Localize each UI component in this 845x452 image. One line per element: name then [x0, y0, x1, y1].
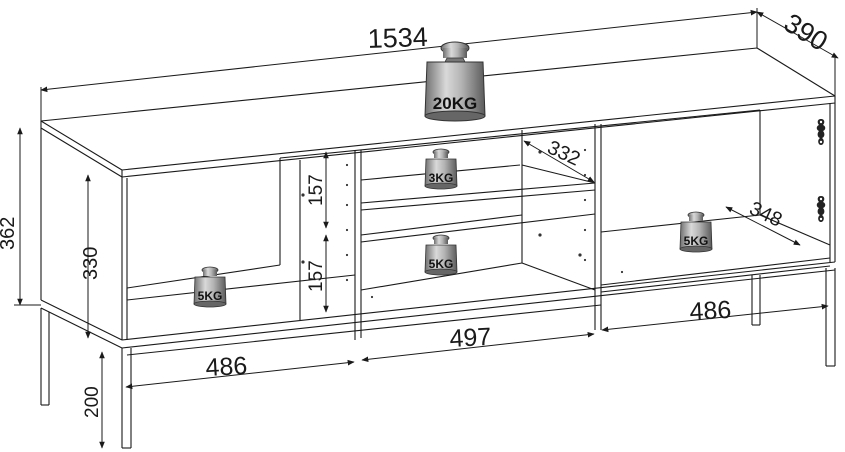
dim-compartment-left: 486: [205, 352, 248, 382]
weight-icon: 5KG: [679, 211, 713, 253]
weight-label-left-bottom: 5KG: [198, 289, 223, 303]
cabinet-outline: [40, 47, 836, 449]
dimension-labels: 1534 390 362 330 157 157 332 348 200 486…: [0, 8, 833, 418]
dim-shelf-lower-height: 157: [306, 260, 327, 292]
dim-leg-height: 200: [82, 386, 103, 418]
weight-label-middle-lower: 5KG: [429, 257, 454, 271]
weight-icon: 5KG: [424, 234, 458, 276]
dim-compartment-right: 486: [689, 296, 732, 326]
weight-icon: 20KG: [424, 41, 486, 122]
dim-total-width: 1534: [367, 22, 428, 54]
shelf-pin-holes: [301, 148, 624, 299]
weight-label-middle-upper: 3KG: [429, 171, 454, 185]
dim-compartment-middle: 497: [449, 323, 492, 353]
dimension-lines: [14, 8, 839, 449]
weight-label-top: 20KG: [433, 94, 477, 113]
hinge-icon: [816, 196, 826, 222]
dim-shelf-depth-middle: 332: [544, 137, 584, 171]
weight-label-right-bottom: 5KG: [684, 234, 709, 248]
dim-depth: 390: [779, 8, 833, 57]
weight-icon: 5KG: [193, 266, 227, 308]
weight-icon: 3KG: [424, 148, 458, 190]
hinge-icon: [816, 119, 826, 145]
dim-shelf-upper-height: 157: [306, 174, 327, 206]
dim-total-height: 362: [0, 217, 19, 250]
dim-body-height: 330: [80, 247, 102, 280]
dim-shelf-depth-right: 348: [746, 198, 786, 232]
